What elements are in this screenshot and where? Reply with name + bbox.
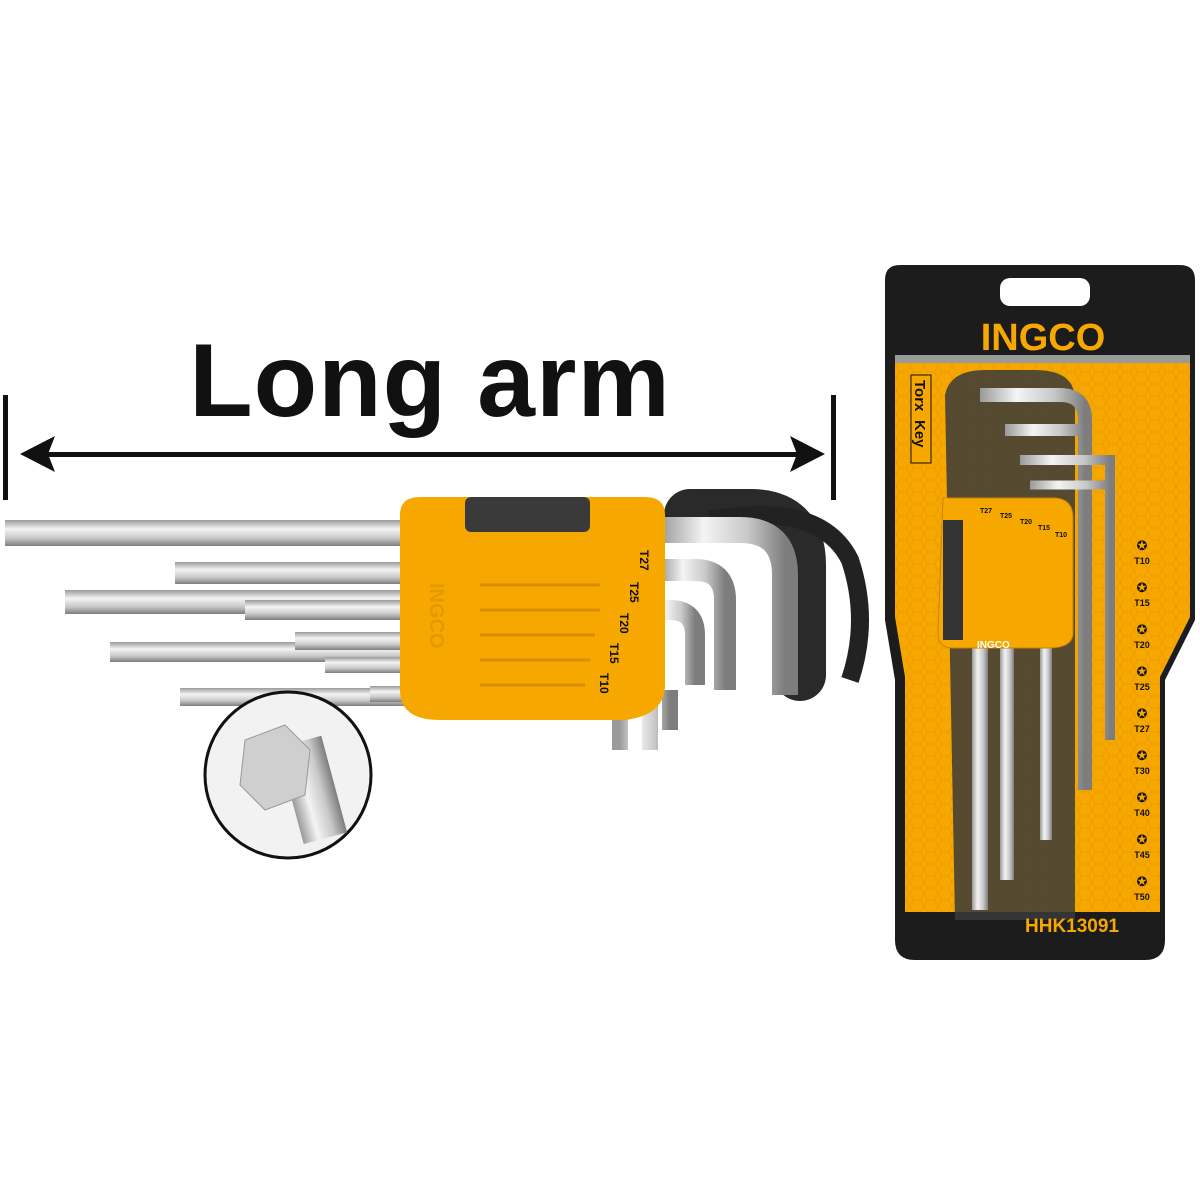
package-holder-size: T15 [1038,525,1050,532]
size-list-item: T10 [1134,556,1150,566]
size-list-item: T27 [1134,724,1150,734]
size-list: ✪ T10 ✪ T15 ✪ T20 ✪ T25 ✪ T27 ✪ T30 ✪ T40 ✪ T45 ✪ T50 [1134,538,1150,902]
size-list-item: T45 [1134,850,1150,860]
torx-key-label: Torx Key [910,374,932,464]
svg-text:Key: Key [911,420,928,448]
size-list-item: T50 [1134,892,1150,902]
torx-star-icon: ✪ [1137,580,1148,595]
torx-star-icon: ✪ [1137,706,1148,721]
size-list-item: T15 [1134,598,1150,608]
model-number: HHK13091 [1025,916,1119,937]
holder-size-label: T20 [617,613,631,634]
blister-package: INGCO INGCO T27 T25 T20 T15 T10 Torx K [885,265,1195,960]
tip-closeup [203,690,373,860]
size-list-item: T30 [1134,766,1150,776]
torx-key-set: INGCO T27 T25 T20 T15 T10 [5,489,869,830]
size-list-item: T25 [1134,682,1150,692]
package-logo: INGCO [981,317,1106,359]
holder-size-label: T27 [637,550,651,571]
package-holder-size: T20 [1020,519,1032,526]
torx-star-icon: ✪ [1137,538,1148,553]
holder-size-label: T10 [597,673,611,694]
svg-text:Torx: Torx [911,380,928,412]
headline: Long arm [189,323,671,439]
package-holder-size: T10 [1055,532,1067,539]
package-holder-size: T27 [980,508,992,515]
holder-size-label: T15 [607,643,621,664]
package-holder-size: T25 [1000,513,1012,520]
holder-brand: INGCO [425,583,447,649]
torx-star-icon: ✪ [1137,622,1148,637]
size-list-item: T20 [1134,640,1150,650]
torx-star-icon: ✪ [1137,790,1148,805]
torx-star-icon: ✪ [1137,748,1148,763]
package-holder-brand: INGCO [977,640,1010,651]
torx-star-icon: ✪ [1137,874,1148,889]
key-long-arm [5,520,425,546]
holder-size-label: T25 [627,582,641,603]
dimension-arrow [3,395,836,500]
torx-star-icon: ✪ [1137,664,1148,679]
size-list-item: T40 [1134,808,1150,818]
torx-star-icon: ✪ [1137,832,1148,847]
